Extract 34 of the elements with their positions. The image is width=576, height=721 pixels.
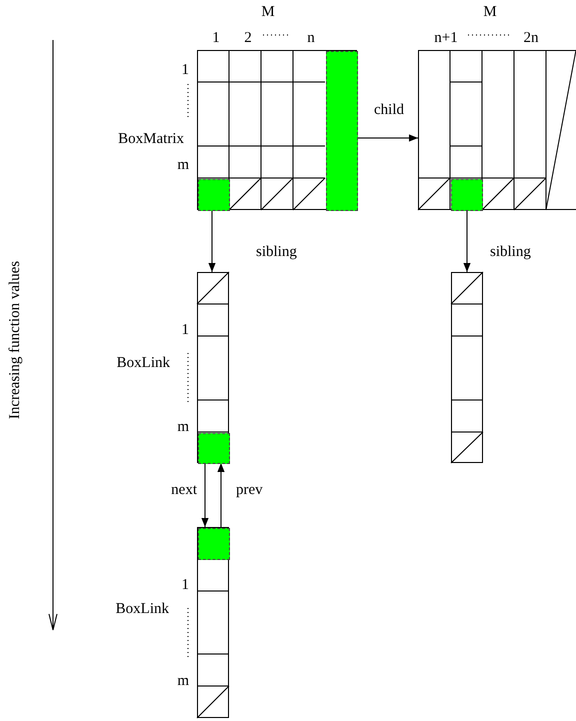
arrow xyxy=(208,210,216,272)
column-index: n xyxy=(307,30,315,46)
highlighted-cell xyxy=(451,179,483,211)
matrix-grid xyxy=(197,50,357,210)
axis-label: M xyxy=(261,4,275,20)
arrow xyxy=(463,210,471,272)
matrix-grid xyxy=(418,50,576,210)
highlighted-cell xyxy=(198,179,230,211)
column-index: n+1 xyxy=(434,30,458,46)
axis-label: Increasing function values xyxy=(7,260,23,420)
row-index: 1 xyxy=(182,322,189,338)
row-index: m xyxy=(177,673,189,689)
highlighted-cell xyxy=(198,433,230,464)
arrow xyxy=(356,134,418,142)
column-index: 1 xyxy=(212,30,220,46)
edge-label: sibling xyxy=(490,244,531,260)
row-index: 1 xyxy=(182,62,189,78)
axis-label: M xyxy=(483,4,497,20)
row-index: 1 xyxy=(182,577,189,593)
row-index: m xyxy=(177,157,189,173)
link-column xyxy=(197,272,229,463)
link-column xyxy=(197,527,229,718)
highlighted-cell xyxy=(198,528,230,560)
arrow xyxy=(217,462,225,528)
structure-label: BoxLink xyxy=(116,601,169,617)
link-column xyxy=(451,272,483,463)
row-index: m xyxy=(177,419,189,435)
structure-label: BoxMatrix xyxy=(118,131,184,147)
arrow xyxy=(201,462,209,528)
column-index: 2 xyxy=(244,30,252,46)
column-index: 2n xyxy=(524,30,538,46)
edge-label: sibling xyxy=(256,244,297,260)
highlighted-column xyxy=(326,51,358,211)
structure-label: BoxLink xyxy=(116,355,170,371)
